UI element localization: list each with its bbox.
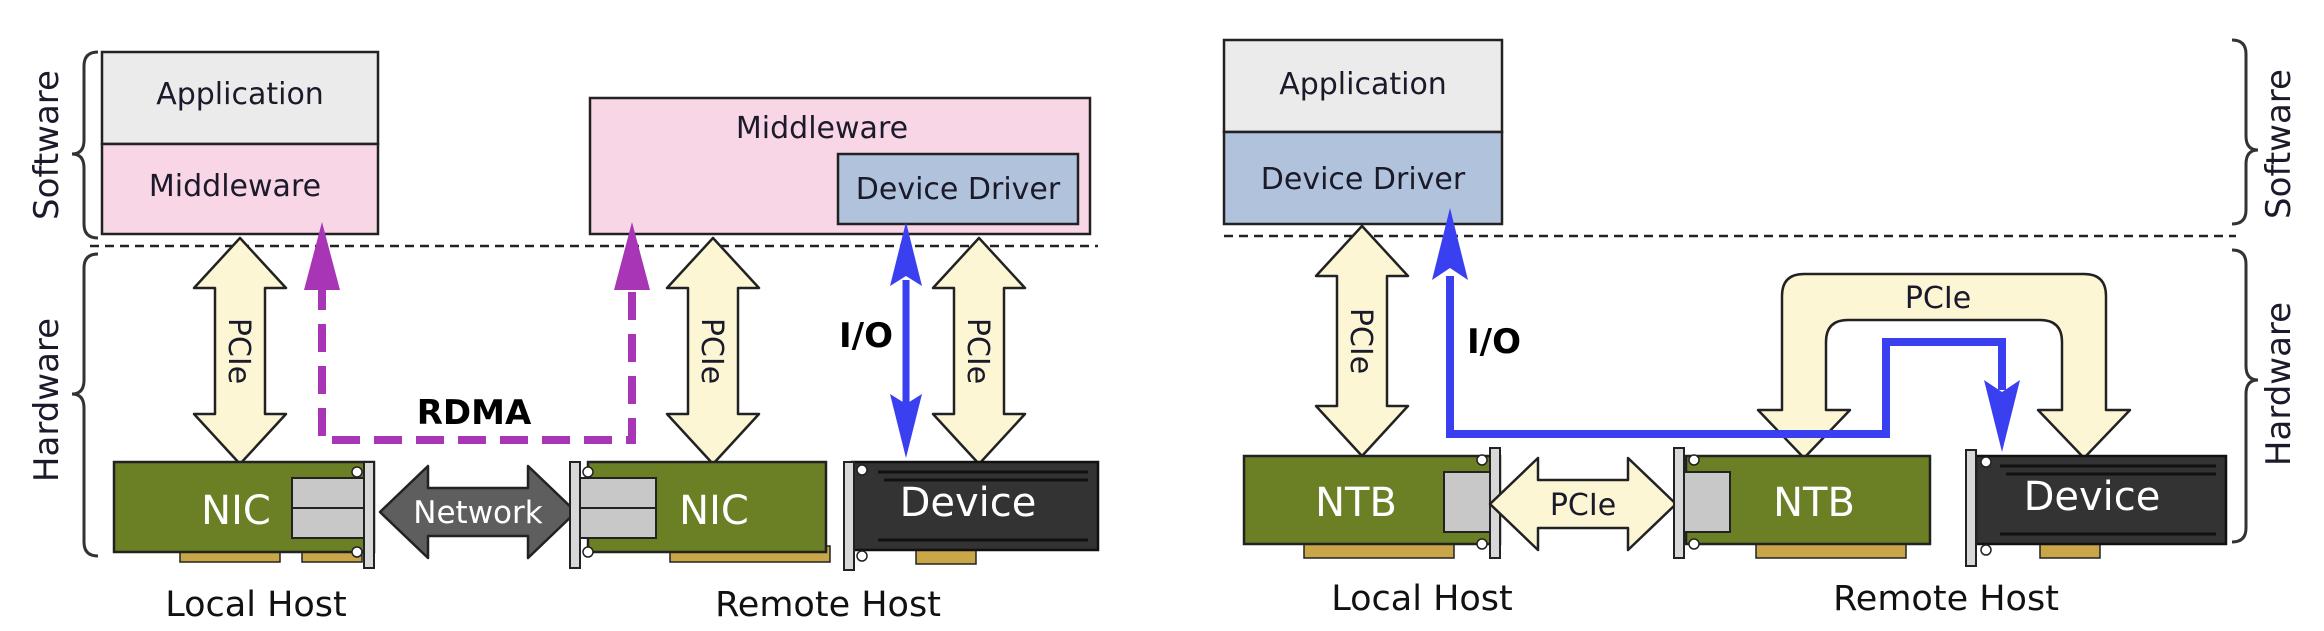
local-host-label-left: Local Host (165, 585, 347, 625)
driver-box-right (1222, 130, 1504, 226)
app-box-right (1222, 38, 1504, 134)
hardware-brace-right (2231, 248, 2259, 544)
pcie-bridge-label: PCIe (1905, 281, 1971, 316)
software-label-right: Software (2259, 69, 2299, 219)
local-application-label: Application (156, 77, 324, 112)
pcie-label-vertical-right: PCIe (1343, 308, 1378, 374)
io-label-left: I/O (839, 316, 893, 356)
driver-label-right: Device Driver (1261, 162, 1466, 197)
rdma-arrowhead-remote (614, 222, 650, 290)
io-arrowhead-down-right (1984, 380, 2020, 452)
nic-local-label: NIC (201, 488, 271, 534)
software-label-left: Software (27, 70, 67, 220)
ntb-card-remote (1673, 447, 1932, 559)
software-brace-left (71, 50, 99, 240)
io-label-right: I/O (1467, 322, 1521, 362)
ntb-local-label: NTB (1315, 480, 1397, 526)
io-arrowhead-down-left (890, 394, 922, 458)
local-middleware-label: Middleware (149, 169, 321, 204)
remote-driver-box (836, 152, 1080, 226)
io-arrowhead-up-left (890, 222, 922, 286)
io-path-right (1446, 276, 2006, 438)
device-card-right (1965, 449, 2228, 567)
io-arrowhead-up-right (1432, 208, 1468, 280)
device-label-left: Device (900, 480, 1037, 526)
rdma-arrowhead-local (304, 222, 340, 290)
pcie-bridge (1756, 272, 2132, 460)
pcie-label-remote: PCIe (694, 318, 729, 384)
device-label-right: Device (2024, 474, 2161, 520)
pcie-label-local: PCIe (221, 318, 256, 384)
software-brace-right (2231, 38, 2259, 226)
remote-driver-label: Device Driver (856, 172, 1061, 207)
local-host-label-right: Local Host (1331, 579, 1513, 619)
hardware-label-left: Hardware (27, 318, 67, 482)
rdma-label: RDMA (417, 393, 532, 433)
nic-card-local (112, 460, 376, 569)
nic-card-remote (569, 460, 831, 569)
network-label: Network (413, 495, 542, 531)
local-middleware-box (100, 142, 380, 236)
remote-middleware-label: Middleware (736, 111, 908, 146)
rdma-path (318, 282, 636, 444)
hardware-label-right: Hardware (2259, 302, 2299, 466)
right-diagram: Software Hardware Application Device Dri… (1222, 38, 2299, 619)
hardware-brace-left (71, 252, 99, 558)
app-label-right: Application (1279, 67, 1447, 102)
ntb-card-local (1242, 447, 1502, 559)
pcie-link-label: PCIe (1550, 488, 1616, 523)
remote-host-label-left: Remote Host (715, 585, 941, 625)
ntb-remote-label: NTB (1773, 480, 1855, 526)
nic-remote-label: NIC (679, 488, 749, 534)
left-diagram: Software Hardware Application Middleware… (27, 50, 1100, 625)
remote-host-label-right: Remote Host (1833, 579, 2059, 619)
device-card-left (843, 460, 1100, 571)
pcie-label-device: PCIe (960, 318, 995, 384)
